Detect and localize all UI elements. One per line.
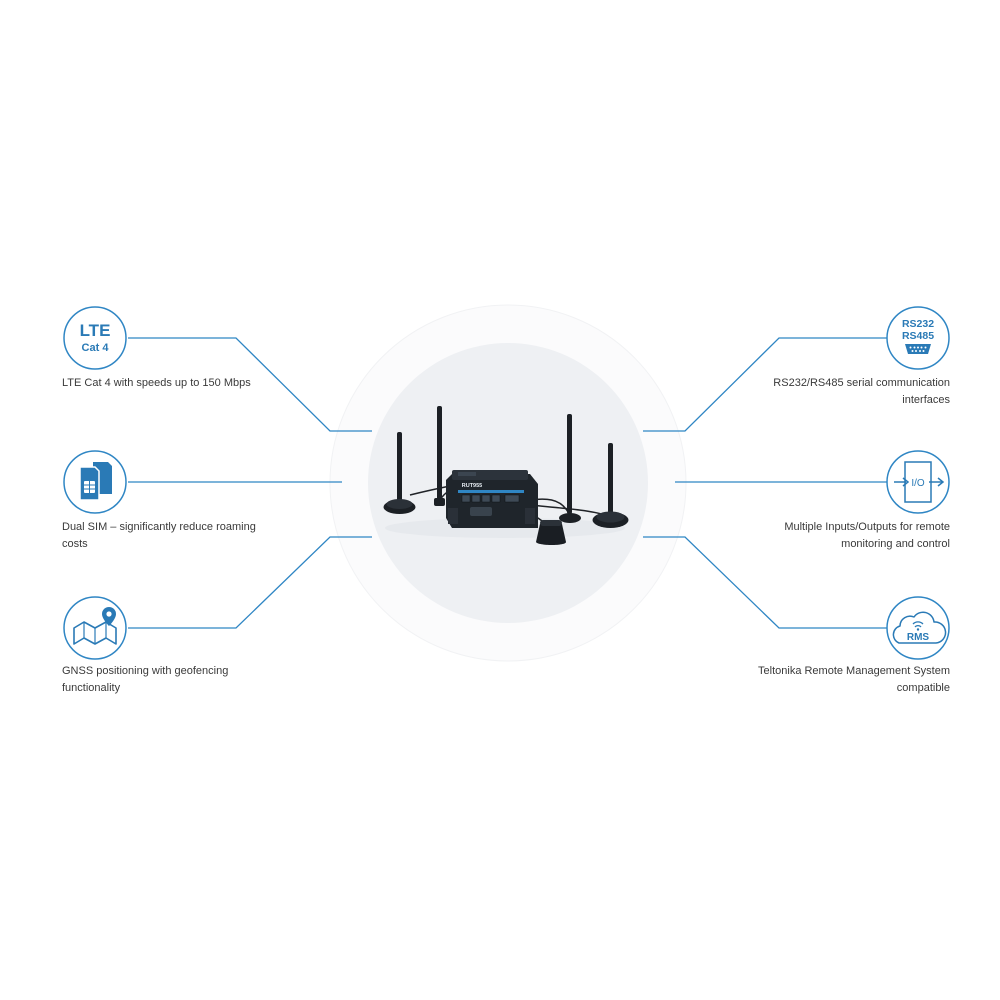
gnss-text-line1: GNSS positioning with geofencing — [62, 665, 229, 677]
connector-serial — [643, 337, 887, 432]
left-connectors — [128, 337, 372, 629]
rms-text-line1: Teltonika Remote Management System — [758, 665, 950, 677]
io-text-line2: monitoring and control — [841, 538, 950, 550]
feature-dual-sim-text: Dual SIM – significantly reduce roaming … — [62, 519, 322, 553]
serial-text-line1: RS232/RS485 serial communication — [773, 377, 950, 389]
lte-icon-line2: Cat 4 — [82, 342, 110, 354]
feature-gnss-text: GNSS positioning with geofencing functio… — [62, 663, 322, 697]
map-pin-icon — [63, 596, 127, 660]
dual-sim-text-line2: costs — [62, 538, 88, 550]
dual-sim-text-line1: Dual SIM – significantly reduce roaming — [62, 521, 256, 533]
connector-gnss — [128, 536, 372, 629]
feature-io-text: Multiple Inputs/Outputs for remote monit… — [690, 519, 950, 553]
io-arrows-icon: I/O — [886, 450, 950, 514]
feature-rms-text: Teltonika Remote Management System compa… — [690, 663, 950, 697]
serial-icon-line2: RS485 — [902, 330, 934, 342]
sim-cards-icon — [63, 450, 127, 514]
connector-lte — [128, 337, 372, 432]
serial-icon-line1: RS232 — [902, 318, 934, 330]
lte-cat4-icon: LTE Cat 4 — [63, 306, 127, 370]
lte-icon-line1: LTE — [80, 321, 111, 340]
serial-text-line2: interfaces — [902, 394, 950, 406]
cloud-rms-icon: RMS — [886, 596, 950, 660]
gnss-text-line2: functionality — [62, 682, 121, 694]
right-connectors — [643, 337, 887, 629]
rms-icon-label: RMS — [907, 632, 930, 643]
router-model-label: RUT955 — [462, 483, 482, 489]
rms-text-line2: compatible — [896, 682, 950, 694]
feature-serial-text: RS232/RS485 serial communication interfa… — [690, 375, 950, 409]
connector-rms — [643, 536, 887, 629]
io-text-line1: Multiple Inputs/Outputs for remote — [784, 521, 950, 533]
serial-port-icon: RS232 RS485 — [886, 306, 950, 370]
feature-lte-text: LTE Cat 4 with speeds up to 150 Mbps — [62, 375, 322, 392]
lte-text: LTE Cat 4 with speeds up to 150 Mbps — [62, 377, 251, 389]
router-with-antennas: RUT955 — [383, 406, 629, 545]
io-icon-label: I/O — [911, 478, 925, 489]
